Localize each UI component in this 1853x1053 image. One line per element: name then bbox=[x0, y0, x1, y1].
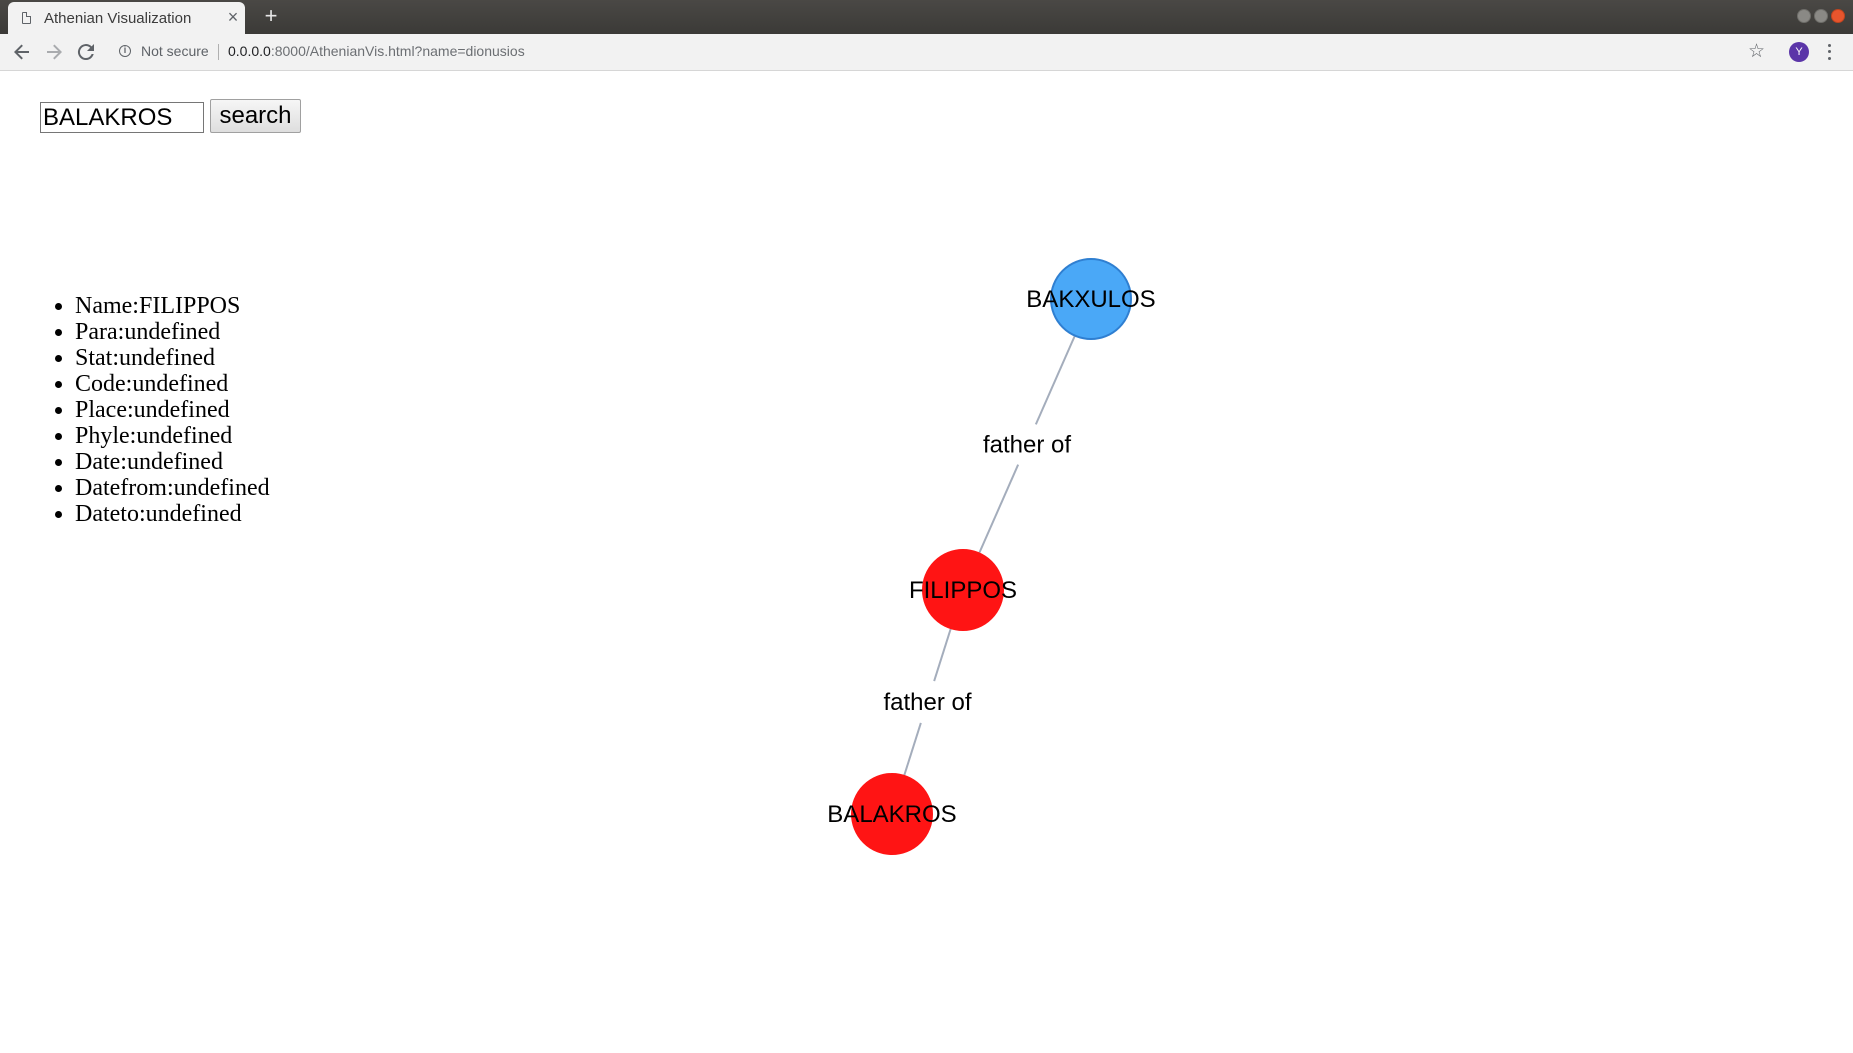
detail-item: Stat:undefined bbox=[75, 345, 270, 371]
node-circle[interactable] bbox=[851, 773, 933, 855]
info-icon[interactable]: i bbox=[119, 45, 131, 57]
reload-button[interactable] bbox=[74, 40, 98, 64]
relationship-graph: father of father of BAKXULOS FILIPPOS BALAKR… bbox=[827, 258, 1156, 855]
detail-item: Date:undefined bbox=[75, 449, 270, 475]
detail-item: Place:undefined bbox=[75, 397, 270, 423]
detail-item: Code:undefined bbox=[75, 371, 270, 397]
node-circle[interactable] bbox=[922, 549, 1004, 631]
person-details-list: Name:FILIPPOSPara:undefinedStat:undefine… bbox=[33, 293, 270, 527]
close-window-button[interactable] bbox=[1831, 9, 1845, 23]
edge-label: father of bbox=[983, 432, 1071, 459]
detail-item: Phyle:undefined bbox=[75, 423, 270, 449]
graph-node-filippos[interactable]: FILIPPOS bbox=[909, 549, 1017, 631]
browser-tab[interactable]: Athenian Visualization × bbox=[8, 2, 245, 34]
node-label: BALAKROS bbox=[827, 801, 956, 828]
maximize-window-button[interactable] bbox=[1814, 9, 1828, 23]
edge-father-of[interactable]: father of bbox=[883, 627, 972, 777]
address-separator bbox=[218, 44, 219, 60]
graph-node-bakxulos[interactable]: BAKXULOS bbox=[1026, 258, 1156, 340]
node-label: BAKXULOS bbox=[1026, 286, 1155, 313]
node-circle[interactable] bbox=[1050, 258, 1132, 340]
address-bar[interactable]: 0.0.0.0:8000/AthenianVis.html?name=dionu… bbox=[228, 43, 525, 59]
edge-label: father of bbox=[883, 689, 971, 716]
node-label: FILIPPOS bbox=[909, 577, 1017, 604]
detail-item: Name:FILIPPOS bbox=[75, 293, 270, 319]
close-tab-icon[interactable]: × bbox=[227, 7, 239, 27]
detail-item: Para:undefined bbox=[75, 319, 270, 345]
edge-line bbox=[978, 464, 1020, 554]
edge-line bbox=[933, 627, 952, 682]
avatar[interactable]: Y bbox=[1789, 42, 1809, 62]
edge-father-of[interactable]: father of bbox=[978, 335, 1076, 554]
browser-tab-bar: Athenian Visualization × + bbox=[0, 0, 1853, 34]
browser-toolbar: i Not secure 0.0.0.0:8000/AthenianVis.ht… bbox=[0, 34, 1853, 71]
back-button[interactable] bbox=[10, 40, 34, 64]
forward-button[interactable] bbox=[42, 40, 66, 64]
search-button[interactable]: search bbox=[210, 99, 301, 133]
new-tab-button[interactable]: + bbox=[264, 3, 278, 28]
edge-line bbox=[1034, 335, 1076, 425]
not-secure-label[interactable]: Not secure bbox=[141, 43, 209, 59]
detail-item: Dateto:undefined bbox=[75, 501, 270, 527]
arrow-right-icon bbox=[47, 44, 62, 60]
document-icon bbox=[22, 12, 31, 24]
page-content: father of father of BAKXULOS FILIPPOS BALAKR… bbox=[0, 71, 1853, 1053]
detail-item: Datefrom:undefined bbox=[75, 475, 270, 501]
search-input[interactable] bbox=[40, 102, 204, 133]
reload-icon bbox=[77, 44, 94, 61]
star-icon[interactable]: ☆ bbox=[1748, 41, 1766, 62]
edge-line bbox=[903, 722, 922, 777]
kebab-menu-icon[interactable] bbox=[1826, 42, 1832, 62]
window-controls bbox=[1797, 9, 1845, 25]
graph-node-balakros[interactable]: BALAKROS bbox=[827, 773, 957, 855]
arrow-left-icon bbox=[14, 44, 29, 60]
minimize-window-button[interactable] bbox=[1797, 9, 1811, 23]
url-path: :8000/AthenianVis.html?name=dionusios bbox=[270, 43, 525, 59]
tab-title: Athenian Visualization bbox=[44, 10, 192, 27]
url-host: 0.0.0.0 bbox=[228, 43, 271, 59]
